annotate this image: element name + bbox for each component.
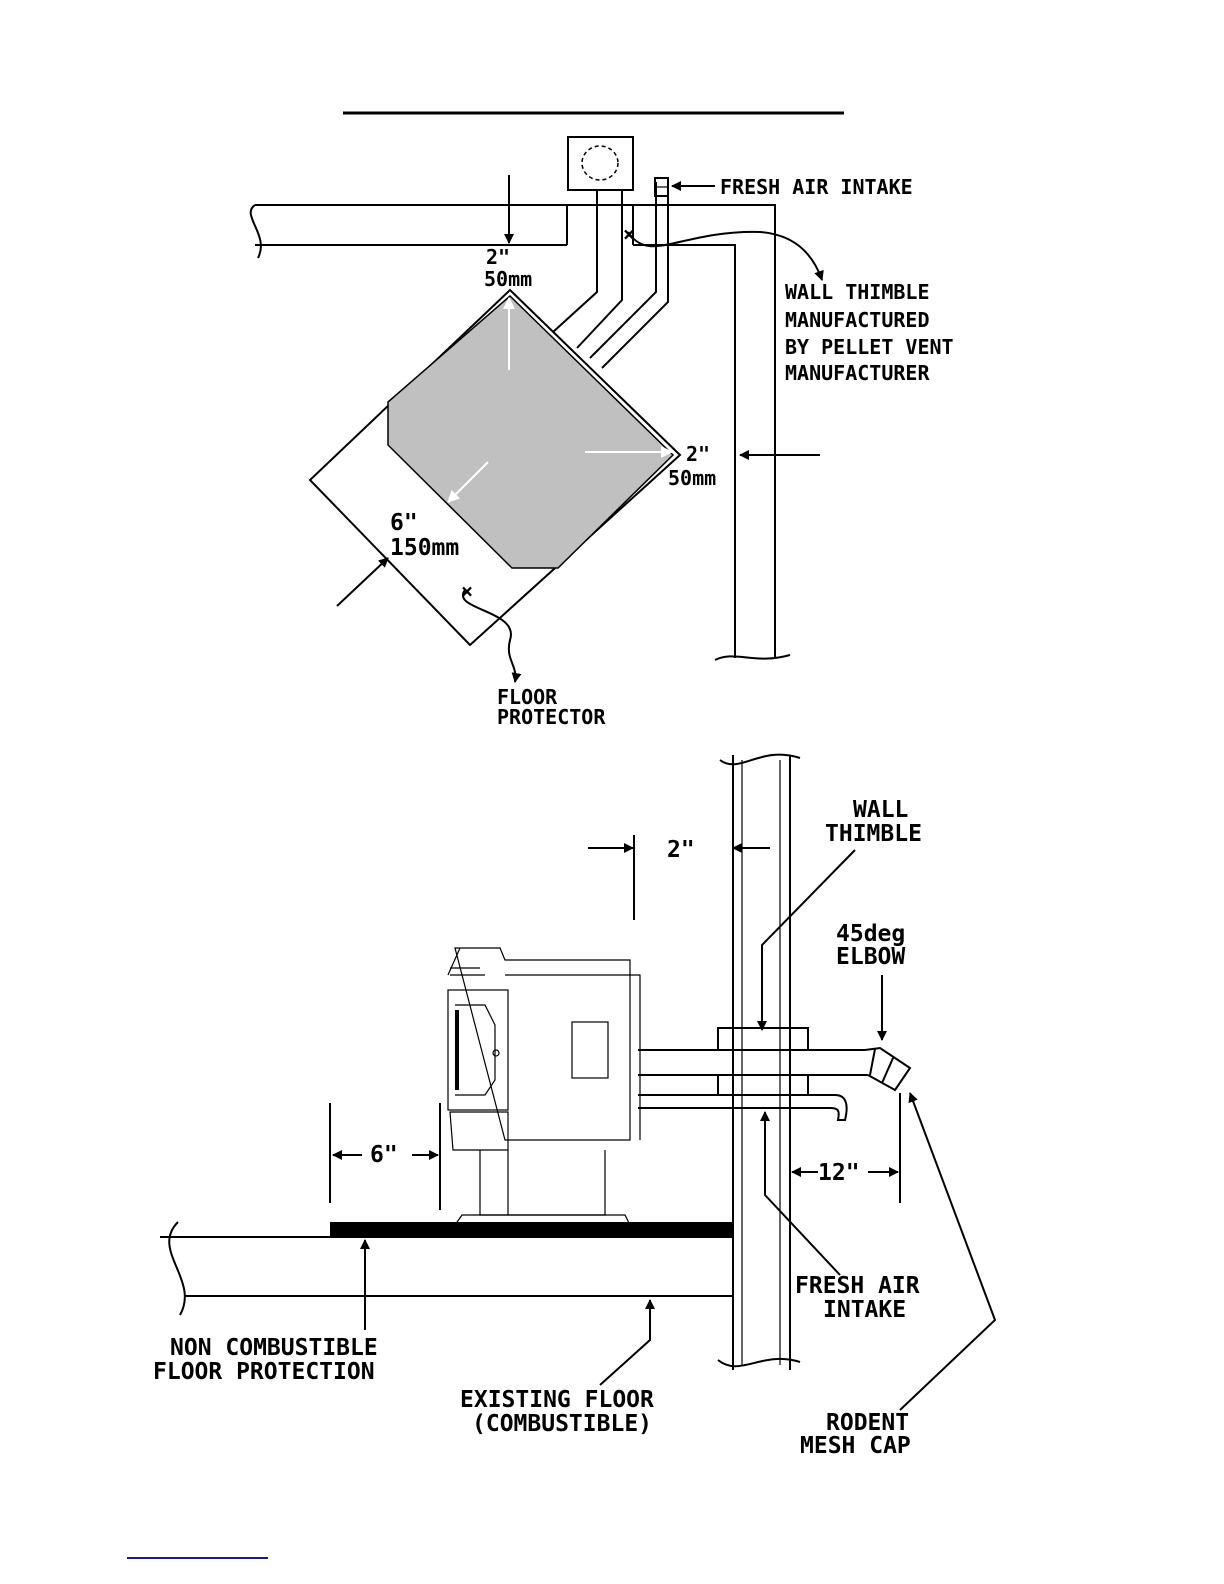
wall-break-bottom	[717, 1357, 801, 1368]
side-clearance-mm: 50mm	[668, 466, 716, 490]
stove-side	[447, 947, 641, 1226]
wall-thimble-label-4: MANUFACTURER	[785, 361, 930, 385]
rodent-cap-label-2: MESH CAP	[800, 1433, 911, 1459]
front-clearance-mm: 150mm	[390, 535, 459, 561]
floor-protector-label-1: FLOOR	[497, 685, 558, 709]
rear-clearance-in: 2"	[486, 245, 510, 269]
front-clearance-in: 6"	[390, 510, 418, 536]
vent-cap-box	[567, 136, 634, 191]
fresh-air-pipe	[638, 1094, 848, 1121]
fresh-air-label-2: INTAKE	[823, 1297, 906, 1323]
floor-break	[168, 1221, 186, 1316]
front-clearance-arrow	[447, 461, 489, 503]
thimble-box-bottom	[717, 1074, 809, 1096]
fresh-air-intake-label: FRESH AIR INTAKE	[720, 175, 913, 199]
side-view: 2" WALL THIMBLE 45deg ELBOW 6" 12" FRESH…	[153, 753, 997, 1459]
fresh-air-pipe	[589, 182, 669, 369]
thimble-leader	[757, 849, 856, 1031]
vent-cap-circle	[581, 145, 619, 181]
exhaust-pipe	[552, 190, 623, 349]
fresh-air-leader	[760, 1111, 841, 1276]
thimble-box-top	[717, 1027, 809, 1051]
wall-thimble-label-1: WALL THIMBLE	[785, 280, 930, 304]
floor-protection-label-1: NON COMBUSTIBLE	[170, 1335, 378, 1361]
floor-protector-leader	[461, 589, 522, 683]
wall-break-bottom	[714, 654, 791, 661]
existing-floor-label-2: (COMBUSTIBLE)	[472, 1411, 652, 1437]
top-view: × × FRESH AIR INTAKE WALL THIMBLE MANUFA…	[249, 136, 954, 729]
rodent-cap-leader	[899, 1092, 997, 1411]
floor-x-mark: ×	[461, 579, 473, 603]
wall-break-left	[249, 204, 262, 259]
floor-protection-label-2: FLOOR PROTECTION	[153, 1359, 375, 1385]
wall-thimble-label-3: BY PELLET VENT	[785, 335, 954, 359]
wall-thimble-label-2: THIMBLE	[825, 821, 922, 847]
thimble-x-mark: ×	[623, 222, 635, 246]
wall-thimble-label-1: WALL	[853, 797, 908, 823]
wall-vertical	[732, 755, 791, 1370]
elbow-label-2: ELBOW	[836, 944, 905, 970]
wall-clearance-label: 2"	[667, 837, 695, 863]
rodent-cap-label-1: RODENT	[826, 1410, 909, 1436]
thimble-leader	[627, 230, 824, 281]
existing-floor-label-1: EXISTING FLOOR	[460, 1387, 654, 1413]
side-clearance-in: 2"	[686, 442, 710, 466]
exhaust-pipe	[638, 1049, 868, 1076]
fresh-air-label-1: FRESH AIR	[795, 1273, 920, 1299]
floor-protection-plate	[330, 1222, 733, 1237]
elbow	[864, 1046, 912, 1092]
wall-thimble-label-2: MANUFACTURED	[785, 308, 930, 332]
floor-protector-label-2: PROTECTOR	[497, 705, 606, 729]
front-edge-arrow	[336, 557, 389, 607]
elbow-label-1: 45deg	[836, 921, 905, 947]
pipe-extension-label: 12"	[818, 1160, 860, 1186]
existing-floor-leader	[599, 1299, 655, 1386]
wall-inner-lines	[741, 760, 781, 1365]
rear-clearance-mm: 50mm	[484, 267, 532, 291]
front-clearance-label: 6"	[370, 1142, 398, 1168]
floor	[160, 1236, 733, 1297]
wall-break-top	[719, 753, 801, 766]
